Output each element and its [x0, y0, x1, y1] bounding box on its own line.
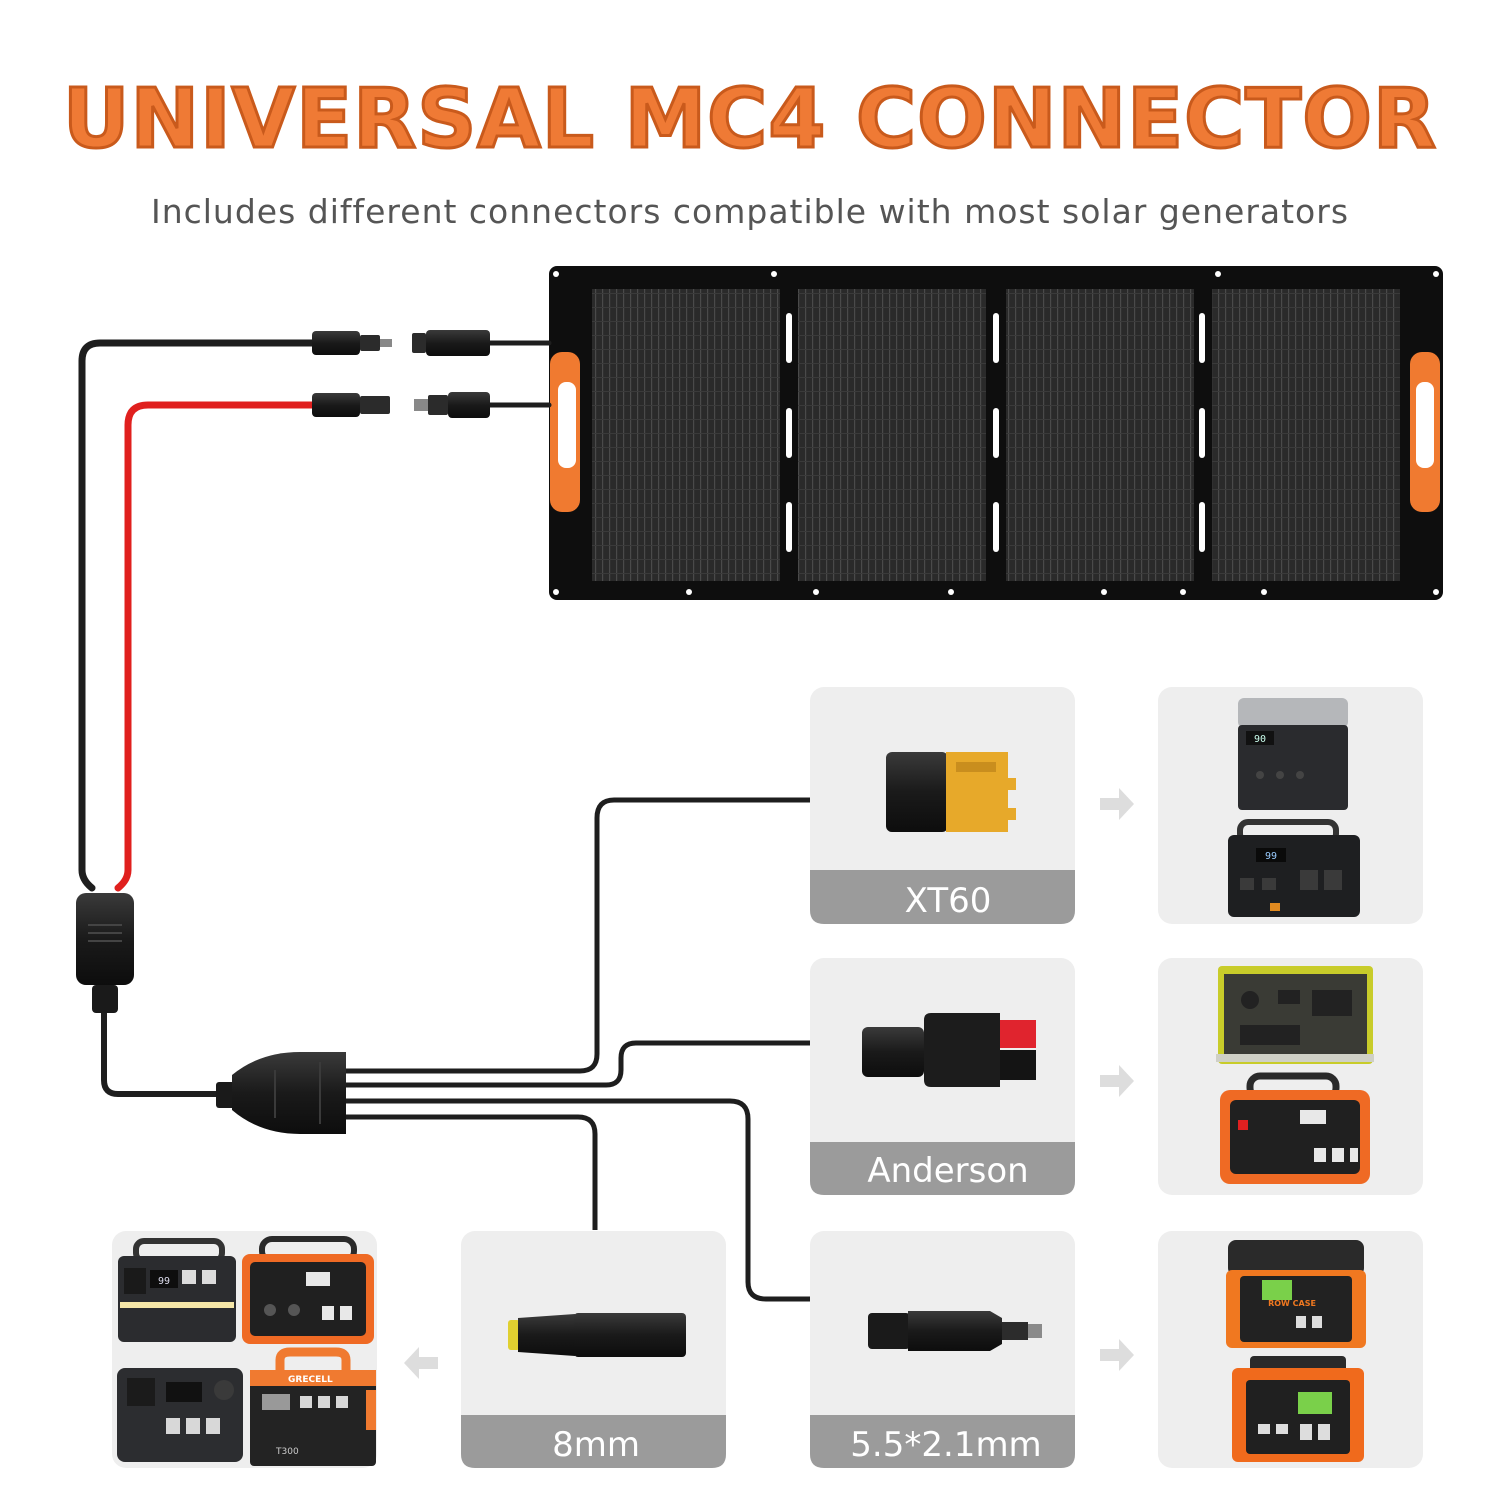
- svg-text:99: 99: [158, 1276, 170, 1287]
- arrow-right-icon: [1100, 788, 1134, 820]
- power-station-icon: GRECELL T300: [250, 1347, 376, 1466]
- panel-handle-right: [1410, 352, 1440, 512]
- connector-card-anderson: Anderson: [810, 958, 1075, 1195]
- y-splitter-icon: [216, 1052, 346, 1134]
- power-station-icon: [242, 1236, 374, 1344]
- trunk-cable: [101, 1013, 218, 1097]
- arrow-right-icon: [1100, 1339, 1134, 1371]
- power-station-icon: [117, 1368, 243, 1462]
- anderson-label: Anderson: [867, 1151, 1028, 1191]
- page-title: UNIVERSAL MC4 CONNECTOR: [61, 71, 1438, 169]
- cable-junction-plug: [76, 893, 134, 1013]
- solar-cell-block: [592, 289, 780, 581]
- generator-card-xt60: 90 99: [1158, 687, 1423, 924]
- power-station-icon: 99: [118, 1238, 236, 1342]
- barrel-plug-5.5-icon: [868, 1311, 1042, 1351]
- mc4-cable-set: [78, 339, 552, 892]
- barrel-plug-8mm-icon: [508, 1313, 686, 1357]
- power-station-icon: ROW CASE: [1226, 1240, 1366, 1348]
- 5.5x2.1mm-label: 5.5*2.1mm: [850, 1425, 1041, 1465]
- generator-card-5.5x2.1mm: ROW CASE: [1158, 1231, 1423, 1468]
- output-cables: [346, 797, 810, 1302]
- solar-panel-icon: [549, 266, 1443, 600]
- connector-card-xt60: XT60: [810, 687, 1075, 924]
- svg-text:99: 99: [1265, 851, 1277, 862]
- solar-cell-block: [1006, 289, 1194, 581]
- svg-text:ROW CASE: ROW CASE: [1268, 1299, 1316, 1308]
- power-station-icon: [1216, 966, 1374, 1064]
- connector-card-5.5x2.1mm: 5.5*2.1mm: [810, 1231, 1075, 1468]
- power-station-icon: 99: [1228, 819, 1360, 917]
- connector-card-8mm: 8mm: [461, 1231, 726, 1468]
- power-station-icon: [1220, 1072, 1370, 1184]
- generator-card-8mm: 99 GRECELL T300: [112, 1231, 377, 1468]
- 8mm-label: 8mm: [552, 1425, 640, 1465]
- arrow-left-icon: [404, 1347, 438, 1379]
- xt60-label: XT60: [905, 881, 992, 921]
- svg-text:T300: T300: [275, 1447, 299, 1457]
- page-subtitle: Includes different connectors compatible…: [150, 192, 1350, 231]
- anderson-plug-icon: [862, 1013, 1036, 1087]
- power-station-icon: 90: [1238, 698, 1348, 810]
- power-station-icon: [1232, 1356, 1364, 1462]
- solar-cell-block: [798, 289, 986, 581]
- xt60-plug-icon: [886, 752, 1016, 832]
- arrow-right-icon: [1100, 1065, 1134, 1097]
- mc4-connector-icon: [312, 330, 490, 418]
- solar-cell-block: [1212, 289, 1400, 581]
- svg-text:90: 90: [1254, 734, 1266, 745]
- panel-handle-left: [550, 352, 580, 512]
- svg-text:GRECELL: GRECELL: [288, 1375, 333, 1385]
- generator-card-anderson: [1158, 958, 1423, 1195]
